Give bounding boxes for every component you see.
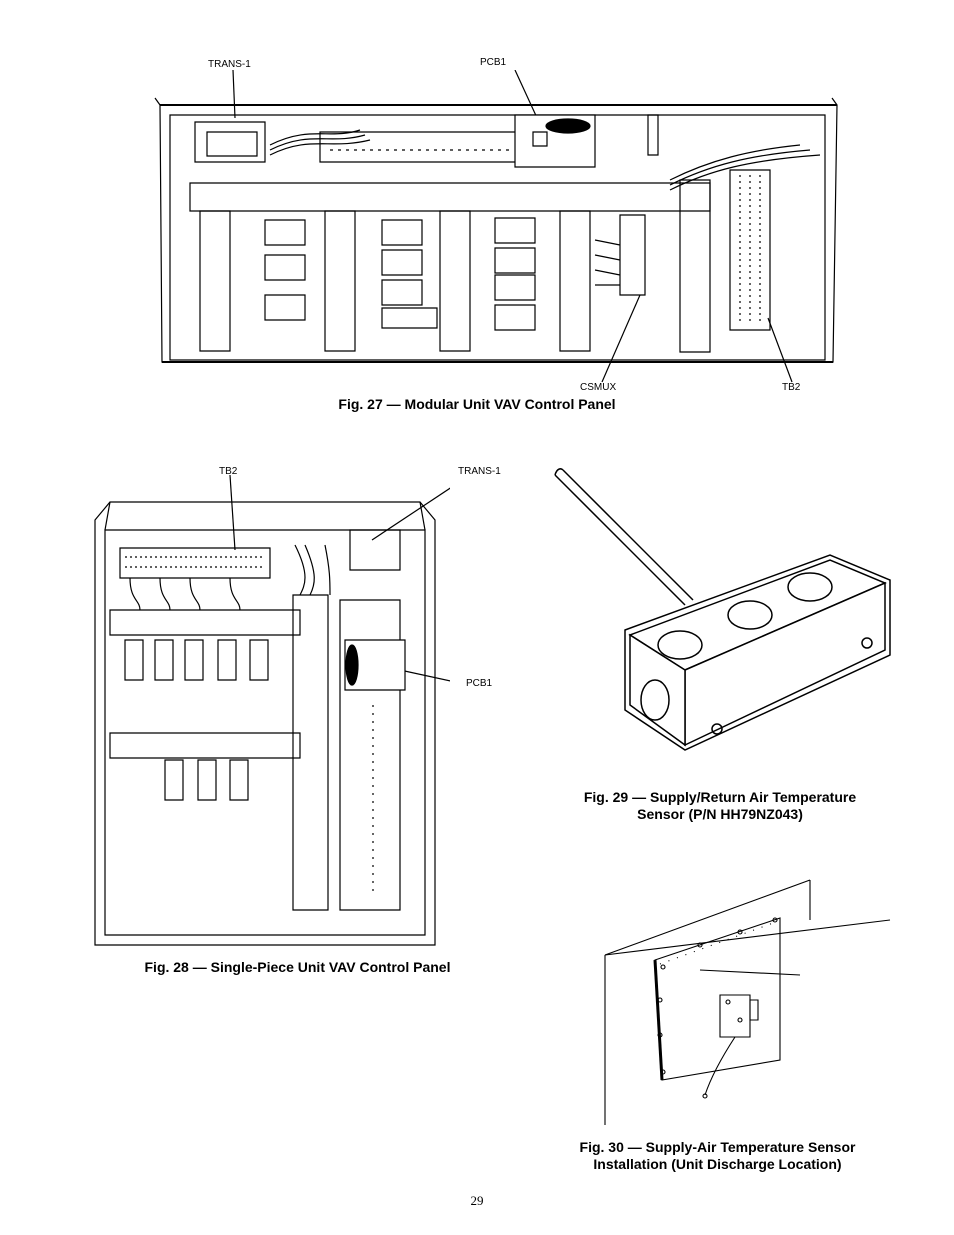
fig29-caption-line2: Sensor (P/N HH79NZ043) [637, 806, 803, 822]
fig27-caption: Fig. 27 — Modular Unit VAV Control Panel [338, 396, 616, 412]
fig27-pcb1-label: PCB1 [480, 57, 507, 68]
fig28-tb2-label: TB2 [219, 466, 238, 477]
fig28-single-piece-control-panel-drawing [90, 475, 450, 950]
fig27-csmux-label: CSMUX [580, 382, 617, 393]
fig29-caption: Fig. 29 — Supply/Return Air Temperature … [560, 789, 880, 823]
fig30-caption: Fig. 30 — Supply-Air Temperature Sensor … [560, 1139, 875, 1173]
fig27-modular-control-panel-drawing [150, 70, 850, 385]
fig30-sensor-installation-drawing [600, 860, 900, 1130]
fig27-trans1-label: TRANS-1 [208, 59, 251, 70]
fig28-caption: Fig. 28 — Single-Piece Unit VAV Control … [144, 959, 451, 975]
page-number: 29 [470, 1193, 484, 1208]
fig28-pcb1-label: PCB1 [466, 678, 493, 689]
fig29-caption-line1: Fig. 29 — Supply/Return Air Temperature [583, 789, 857, 805]
fig30-caption-line1: Fig. 30 — Supply-Air Temperature Sensor [579, 1139, 856, 1155]
fig30-caption-line2: Installation (Unit Discharge Location) [593, 1156, 842, 1172]
fig29-temperature-sensor-drawing [545, 465, 895, 795]
fig27-tb2-label: TB2 [782, 382, 801, 393]
fig28-trans1-label: TRANS-1 [458, 466, 501, 477]
